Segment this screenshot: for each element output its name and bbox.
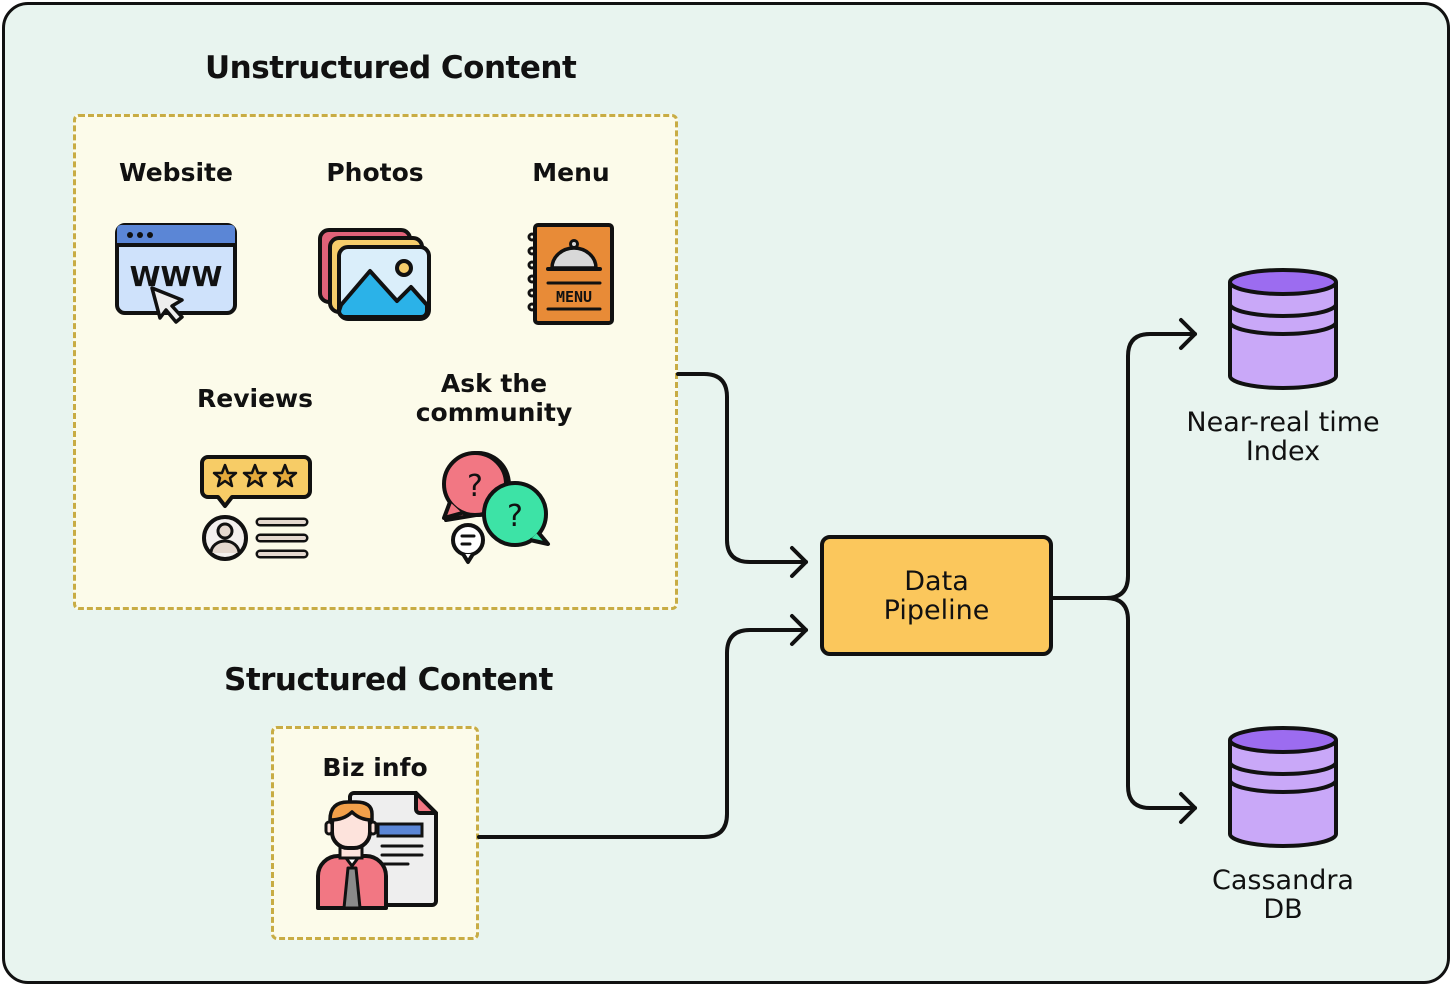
menu-label: Menu (532, 158, 610, 187)
www-text: WWW (130, 260, 223, 293)
edge-pipeline-to-cassandra (1104, 596, 1197, 810)
unstructured-content-group (73, 114, 678, 610)
data-pipeline-label: Data Pipeline (883, 565, 990, 626)
edge-structured-to-pipeline (477, 628, 808, 839)
structured-content-title: Structured Content (224, 662, 553, 698)
menu-book-icon: MENU (527, 223, 614, 325)
photos-label: Photos (326, 158, 424, 187)
reviews-label: Reviews (196, 384, 314, 413)
menu-text: MENU (556, 288, 592, 306)
business-profile-icon (316, 791, 438, 910)
edge-unstructured-to-pipeline (676, 372, 808, 564)
question-text-1: ? (467, 469, 483, 504)
reviews-icon (200, 455, 312, 561)
cassandra-db-label: Cassandra DB (1203, 866, 1363, 924)
arrowhead-index (1179, 318, 1197, 350)
near-real-time-index-text: Near-real time Index (1186, 407, 1380, 467)
near-real-time-index-label: Near-real time Index (1178, 408, 1388, 466)
website-label: Website (119, 158, 233, 187)
chat-questions-icon: ? ? (442, 451, 550, 564)
question-text-2: ? (507, 499, 523, 534)
cassandra-db-database-icon (1228, 726, 1338, 848)
arrowhead-unstructured (790, 546, 808, 578)
cassandra-db-text: Cassandra DB (1212, 865, 1354, 925)
biz-info-label: Biz info (322, 753, 428, 782)
data-pipeline-node: Data Pipeline (820, 535, 1053, 656)
edge-pipeline-to-index (1051, 332, 1197, 600)
photos-icon (318, 228, 431, 321)
arrowhead-cassandra (1179, 792, 1197, 824)
website-www-icon: WWW (115, 223, 237, 324)
arrowhead-structured (790, 614, 808, 646)
near-real-time-index-database-icon (1228, 268, 1338, 390)
ask-community-label: Ask the community (415, 369, 573, 427)
unstructured-content-title: Unstructured Content (205, 50, 577, 86)
